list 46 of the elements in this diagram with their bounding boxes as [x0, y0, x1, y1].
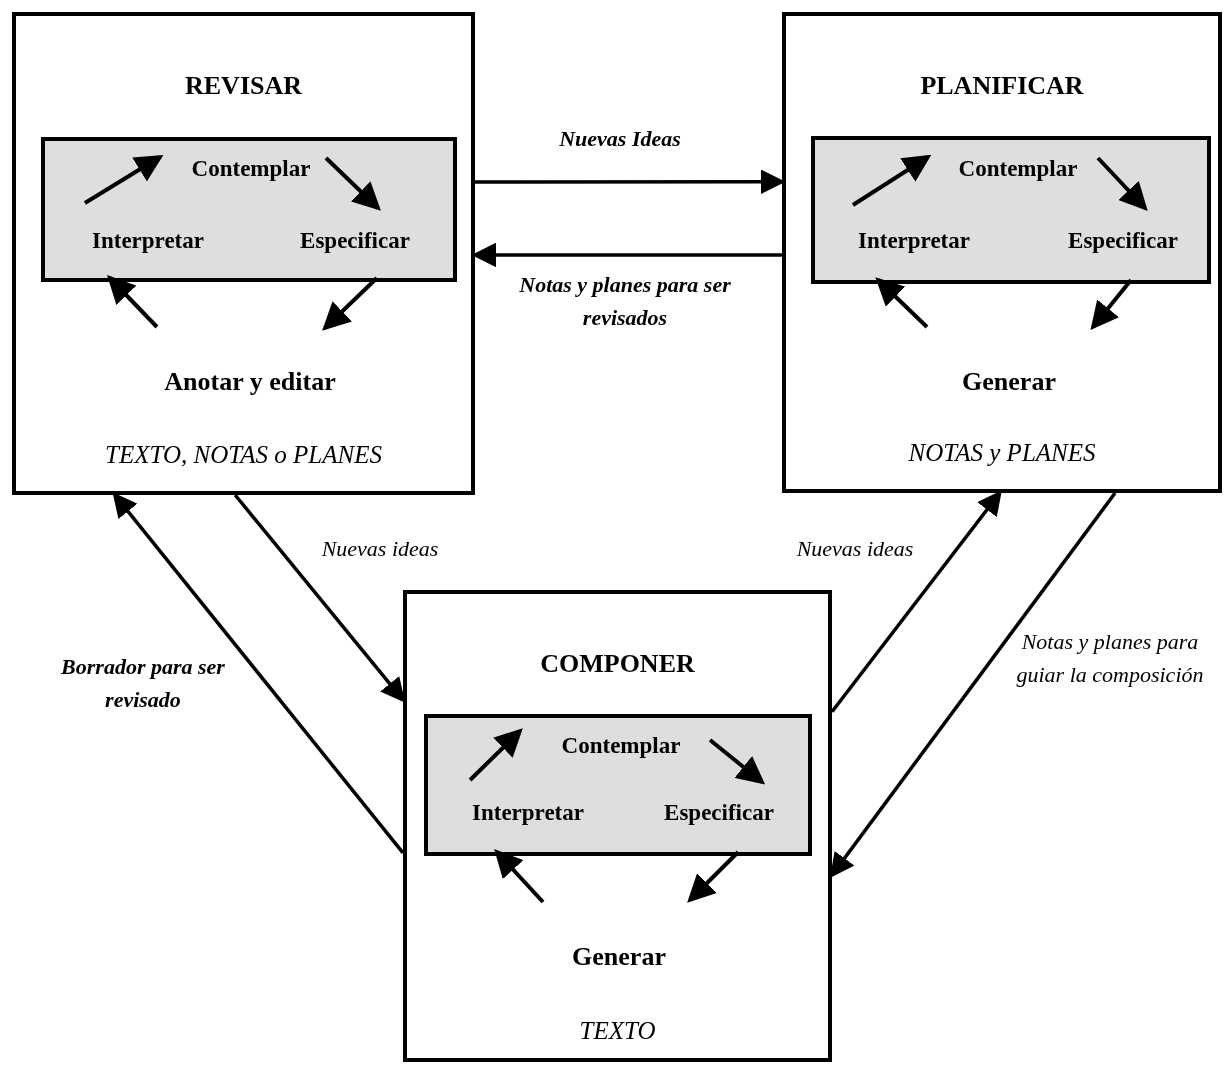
stage-title: REVISAR [184, 70, 304, 102]
arrow [112, 492, 405, 854]
arrow [468, 728, 523, 782]
process-label: Especificar [644, 798, 794, 828]
edge-label: Nuevas ideas [320, 535, 440, 563]
process-label: Contemplar [937, 154, 1099, 184]
edge-label: Nuevas ideas [795, 535, 915, 563]
arrow [829, 491, 1117, 878]
subprocess-box [811, 136, 1211, 284]
edge-label: Borrador para ser revisado [60, 653, 226, 714]
process-label: Interpretar [70, 226, 226, 256]
arrow [875, 277, 929, 329]
stage-output: NOTAS y PLANES [907, 438, 1097, 468]
stage-title: COMPONER [539, 648, 696, 680]
arrow [107, 275, 159, 329]
arrow [324, 156, 381, 211]
stage-output: TEXTO, NOTAS o PLANES [104, 440, 383, 470]
stage-title: PLANIFICAR [919, 70, 1085, 102]
subprocess-box [424, 714, 812, 856]
process-label: Contemplar [174, 154, 328, 184]
stage-box [782, 12, 1222, 493]
arrow [851, 154, 932, 207]
arrow [830, 490, 1002, 713]
process-label: Generar [554, 939, 684, 973]
process-label: Interpretar [836, 226, 992, 256]
stage-box [403, 590, 832, 1062]
process-label: Especificar [280, 226, 430, 256]
process-label: Interpretar [450, 798, 606, 828]
edge-label: Nuevas Ideas [558, 125, 682, 153]
arrow [1096, 156, 1148, 211]
process-label: Anotar y editar [130, 364, 370, 398]
arrow [494, 849, 545, 904]
arrow [233, 493, 406, 703]
process-label: Generar [944, 364, 1074, 398]
process-label: Contemplar [542, 731, 700, 761]
stage-output: TEXTO [578, 1016, 657, 1046]
arrow [83, 154, 164, 205]
subprocess-box [41, 137, 457, 282]
arrow [322, 276, 379, 331]
stage-box [12, 12, 475, 495]
edge-label: Notas y planes para guiar la composición [1015, 628, 1205, 689]
arrow [687, 850, 740, 903]
arrow [708, 738, 766, 785]
process-label: Especificar [1046, 226, 1200, 256]
edge-label: Notas y planes para ser revisados [518, 271, 732, 332]
arrow [1090, 278, 1133, 331]
